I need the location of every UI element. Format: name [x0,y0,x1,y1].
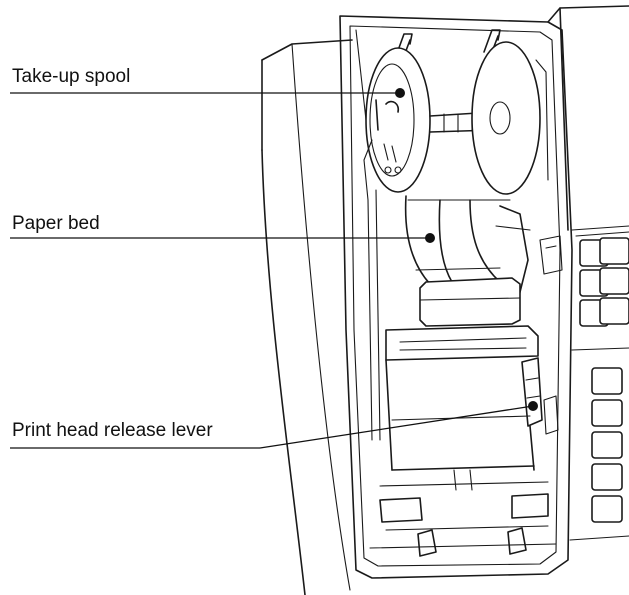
callout-print-head-release-lever: Print head release lever [10,401,538,449]
print-head [385,235,563,361]
inner-rails [363,139,381,441]
take-up-spool [365,47,431,193]
open-cover-frame [339,15,573,579]
paper-bed [404,195,531,301]
callout-paper-bed: Paper bed [10,213,435,243]
callout-label-print-head-release-lever: Print head release lever [12,420,213,441]
leader-dot-paper-bed [425,233,435,243]
register-housing-left [261,39,353,595]
spool-hooks [395,29,501,57]
keypad-side [547,5,629,541]
leader-dot-take-up-spool [395,88,405,98]
lower-compartment [369,359,557,557]
paper-roll [471,41,549,195]
callout-take-up-spool: Take-up spool [10,66,405,98]
leader-slant-print-head-release-lever [259,405,534,449]
leader-dot-print-head-release-lever [528,401,538,411]
callout-label-take-up-spool: Take-up spool [12,66,130,87]
print-head-release-lever [521,357,559,435]
callout-label-paper-bed: Paper bed [12,213,100,234]
